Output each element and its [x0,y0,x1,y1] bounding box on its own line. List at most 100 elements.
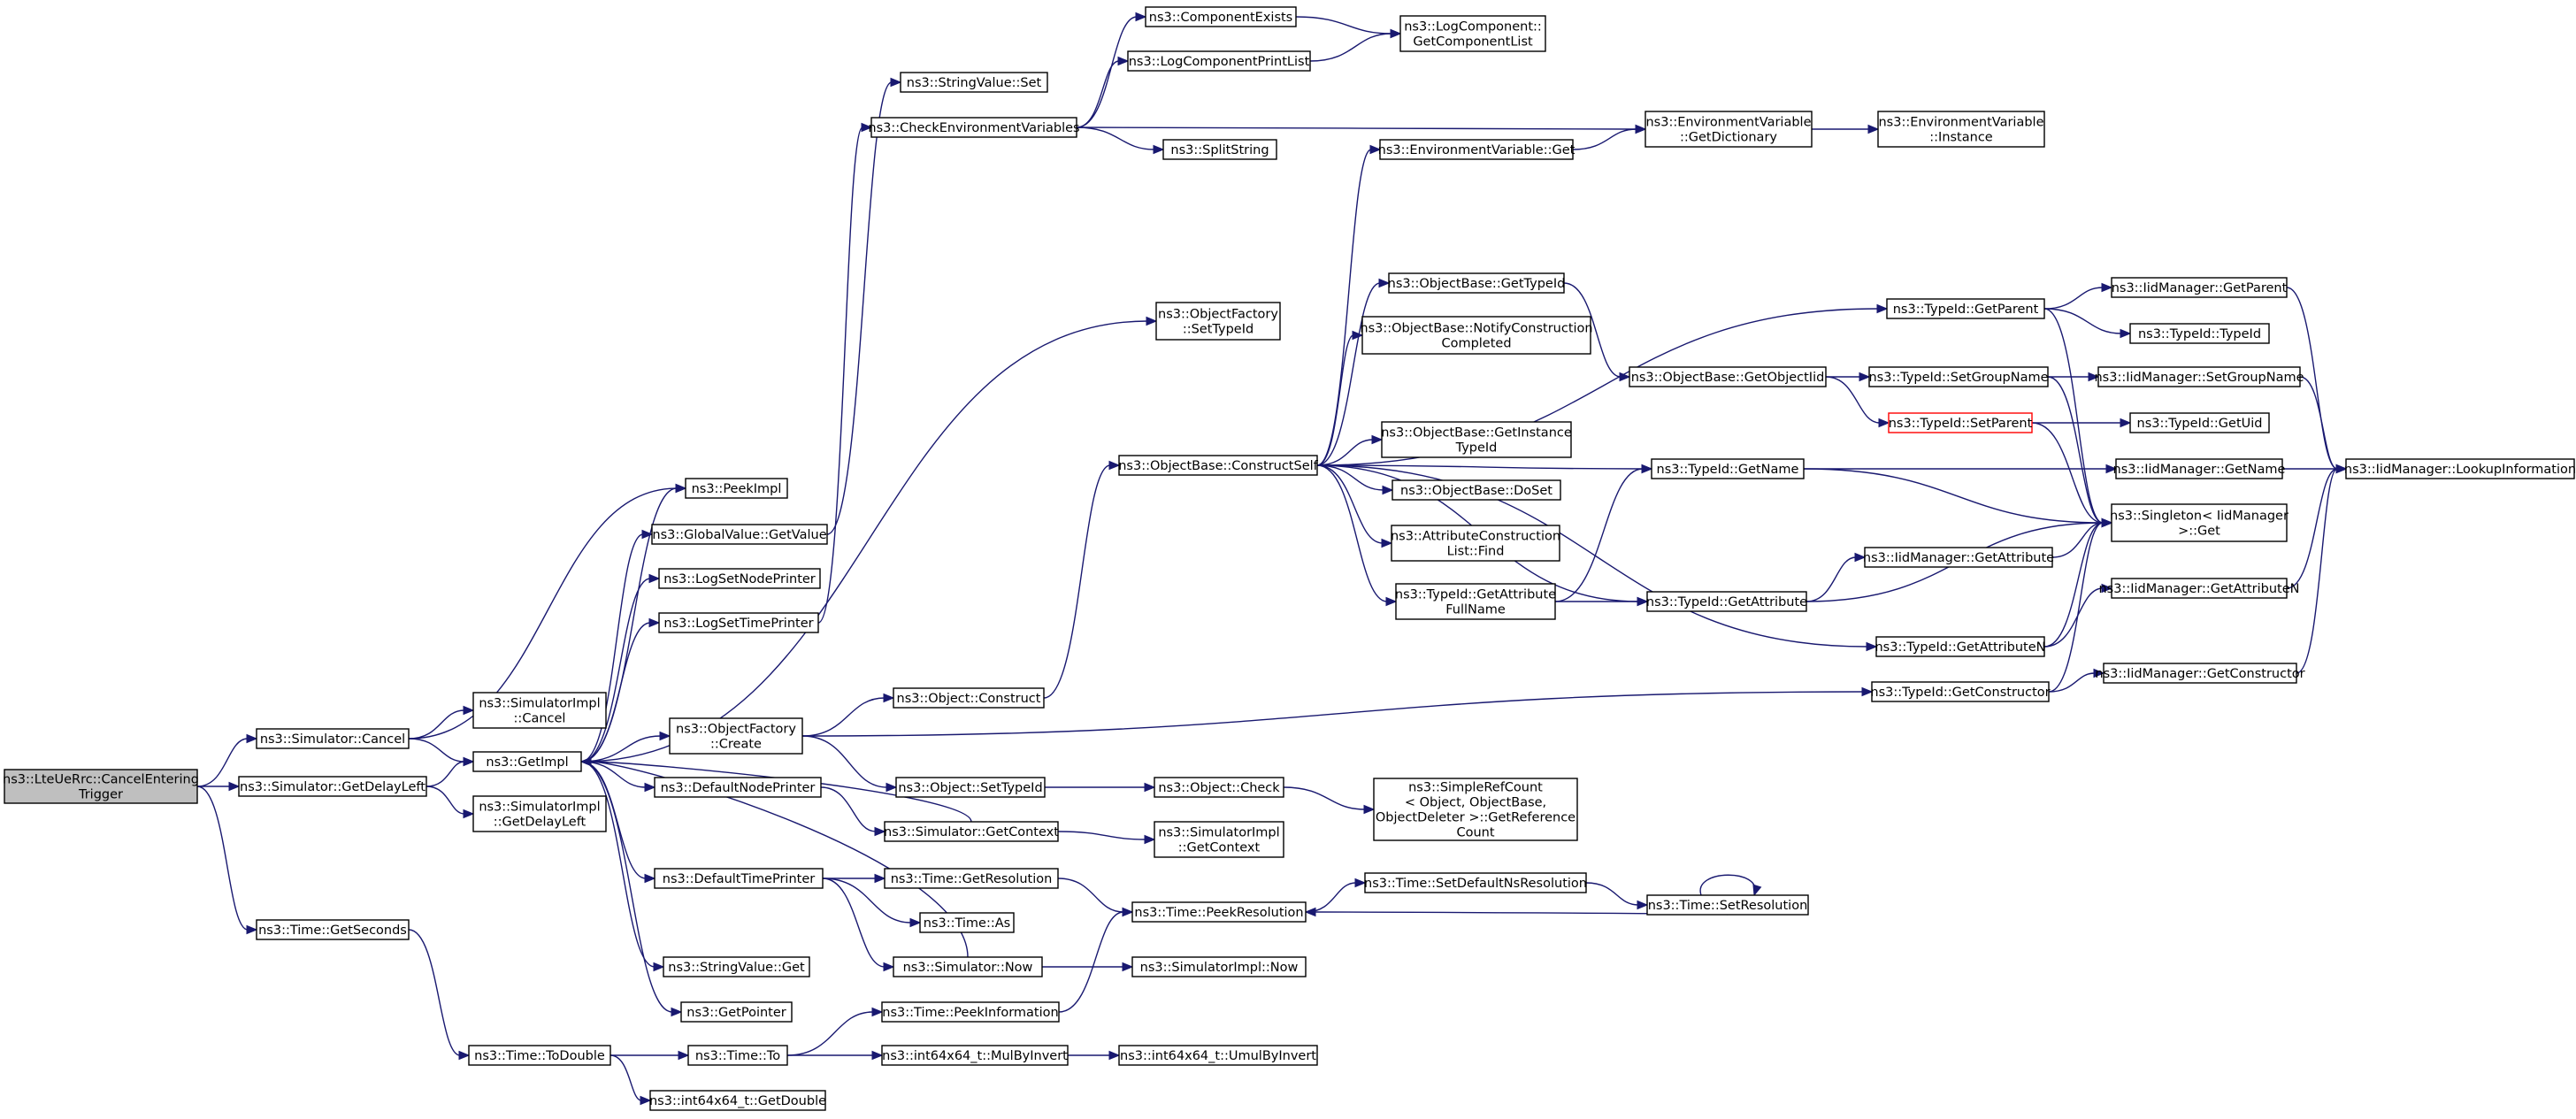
node-typeid-setgroupname[interactable]: ns3::TypeId::SetGroupName [1868,366,2049,387]
node-int64-getdouble[interactable]: ns3::int64x64_t::GetDouble [649,1090,826,1111]
node-time-to[interactable]: ns3::Time::To [687,1045,788,1066]
node-box [2345,458,2575,479]
node-objectbase-doset[interactable]: ns3::ObjectBase::DoSet [1392,479,1561,501]
node-typeid-getparent[interactable]: ns3::TypeId::GetParent [1886,298,2045,319]
node-iidmanager-getattributen[interactable]: ns3::IidManager::GetAttributeN [2098,578,2300,599]
node-time-peekinformation[interactable]: ns3::Time::PeekInformation [881,1001,1060,1023]
node-int64-umulbyinvert[interactable]: ns3::int64x64_t::UmulByInvert [1118,1045,1318,1066]
edge-objectfactory-create-to-object-construct [801,697,886,737]
node-peekimpl[interactable]: ns3::PeekImpl [685,478,788,499]
node-simimpl-getcontext[interactable]: ns3::SimulatorImpl::GetContext [1154,821,1284,858]
edge-arrowhead [246,924,258,935]
edge-arrowhead [1135,11,1147,22]
edge-arrowhead [1637,596,1649,607]
node-label: ns3::SplitString [1170,143,1269,157]
node-singleton-get[interactable]: ns3::Singleton< IidManager >::Get [2110,503,2288,542]
node-iidmanager-lookupinformation[interactable]: ns3::IidManager::LookupInformation [2344,458,2576,479]
node-box [1162,139,1277,160]
node-box [1379,139,1574,160]
edge-objectfactory-create-to-typeid-getconstructor [801,691,1864,737]
node-label: ::SetTypeId [1183,323,1254,337]
edge-arrowhead [675,483,687,494]
node-time-todouble[interactable]: ns3::Time::ToDouble [468,1045,611,1066]
edge-sim-getdelayleft-to-simimpl-getdelayleft [426,786,465,815]
node-box [1644,111,1813,148]
node-stringvalue-get[interactable]: ns3::StringValue::Get [663,956,810,977]
node-label: ns3::GlobalValue::GetValue [652,528,826,542]
node-globalvalue-getvalue[interactable]: ns3::GlobalValue::GetValue [651,524,828,545]
edge-arrowhead [1117,56,1130,66]
node-box [649,1090,826,1111]
node-objectbase-gettypeid[interactable]: ns3::ObjectBase::GetTypeId [1388,272,1566,294]
node-box [2111,578,2288,599]
node-simimpl-now[interactable]: ns3::SimulatorImpl::Now [1131,956,1307,977]
node-sim-getcontext[interactable]: ns3::Simulator::GetContext [884,821,1059,842]
node-logsettimeprinter[interactable]: ns3::LogSetTimePrinter [658,612,819,633]
node-simplerefcount-getrefcount[interactable]: ns3::SimpleRefCount< Object, ObjectBase,… [1373,778,1578,841]
node-iidmanager-getattribute[interactable]: ns3::IidManager::GetAttribute [1863,547,2054,568]
node-logcomponentprintlist[interactable]: ns3::LogComponentPrintList [1127,50,1311,72]
node-typeid-getattributen[interactable]: ns3::TypeId::GetAttributeN [1874,636,2046,657]
node-time-as[interactable]: ns3::Time::As [919,912,1015,933]
node-sim-getdelayleft[interactable]: ns3::Simulator::GetDelayLeft [238,776,427,797]
node-envvar-get[interactable]: ns3::EnvironmentVariable::Get [1378,139,1576,160]
node-componentexists[interactable]: ns3::ComponentExists [1145,6,1297,27]
node-objectbase-getobjectiid[interactable]: ns3::ObjectBase::GetObjectIid [1629,366,1827,387]
edge-envvar-get-to-envvar-getdictionary [1572,128,1637,150]
node-object-construct[interactable]: ns3::Object::Construct [893,687,1045,709]
node-typeid-setparent[interactable]: ns3::TypeId::SetParent [1888,412,2033,433]
node-time-peekresolution[interactable]: ns3::Time::PeekResolution [1131,901,1307,923]
node-box [1646,894,1809,916]
node-typeid-typeid[interactable]: ns3::TypeId::TypeId [2129,323,2270,344]
node-objectfactory-create[interactable]: ns3::ObjectFactory::Create [669,717,803,755]
node-object-check[interactable]: ns3::Object::Check [1154,777,1284,798]
node-label: ns3::Time::To [695,1049,780,1063]
node-typeid-getconstructor[interactable]: ns3::TypeId::GetConstructor [1870,681,2051,702]
edge-typeid-getparent-to-typeid-typeid [2043,308,2122,334]
node-logsetnodeprinter[interactable]: ns3::LogSetNodePrinter [658,568,821,589]
node-getpointer[interactable]: ns3::GetPointer [680,1001,793,1023]
node-defaulttimeprinter[interactable]: ns3::DefaultTimePrinter [654,868,824,889]
node-label: ns3::Simulator::GetContext [884,825,1059,839]
node-int64-mulbyinvert[interactable]: ns3::int64x64_t::MulByInvert [881,1045,1069,1066]
node-objectfactory-settypeid[interactable]: ns3::ObjectFactory::SetTypeId [1155,302,1281,341]
node-label: ns3::ObjectBase::NotifyConstruction [1360,322,1592,336]
node-object-settypeid[interactable]: ns3::Object::SetTypeId [895,777,1046,798]
node-splitstring[interactable]: ns3::SplitString [1162,139,1277,160]
node-sim-cancel[interactable]: ns3::Simulator::Cancel [256,728,410,749]
node-defaultnodeprinter[interactable]: ns3::DefaultNodePrinter [654,777,822,798]
node-time-setresolution[interactable]: ns3::Time::SetResolution [1646,894,1809,916]
node-envvar-getdictionary[interactable]: ns3::EnvironmentVariable::GetDictionary [1644,111,1813,148]
node-box [472,751,582,772]
node-iidmanager-getname[interactable]: ns3::IidManager::GetName [2113,458,2286,479]
node-time-getresolution[interactable]: ns3::Time::GetResolution [884,868,1059,889]
edge-sim-getdelayleft-to-getimpl [426,761,465,787]
node-iidmanager-setgroupname[interactable]: ns3::IidManager::SetGroupName [2094,366,2304,387]
node-typeid-getattribute[interactable]: ns3::TypeId::GetAttribute [1646,591,1807,612]
node-stringvalue-set[interactable]: ns3::StringValue::Set [900,72,1048,93]
node-logcomponent-getlist[interactable]: ns3::LogComponent::GetComponentList [1399,15,1546,52]
edge-typeid-setparent-to-singleton-get [2031,422,2104,524]
node-typeid-getuid[interactable]: ns3::TypeId::GetUid [2129,412,2270,433]
node-time-getseconds[interactable]: ns3::Time::GetSeconds [256,919,410,940]
node-envvar-instance[interactable]: ns3::EnvironmentVariable::Instance [1877,111,2045,148]
node-simimpl-getdelayleft[interactable]: ns3::SimulatorImpl::GetDelayLeft [472,795,607,832]
edge-typeid-getparent-to-singleton-get [2043,308,2104,524]
node-sim-now[interactable]: ns3::Simulator::Now [893,956,1043,977]
node-objectbase-notify[interactable]: ns3::ObjectBase::NotifyConstructionCompl… [1360,316,1593,355]
node-time-setdefaultnsresolution[interactable]: ns3::Time::SetDefaultNsResolution [1364,872,1587,893]
node-simimpl-cancel[interactable]: ns3::SimulatorImpl::Cancel [472,692,607,729]
node-box [669,717,803,755]
node-getimpl[interactable]: ns3::GetImpl [472,751,582,772]
node-checkenv[interactable]: ns3::CheckEnvironmentVariables [868,117,1080,138]
node-objectbase-constructself[interactable]: ns3::ObjectBase::ConstructSelf [1118,455,1319,476]
node-iidmanager-getconstructor[interactable]: ns3::IidManager::GetConstructor [2095,663,2305,684]
node-iidmanager-getparent[interactable]: ns3::IidManager::GetParent [2111,277,2288,298]
edge-typeid-getattribute-to-iidmanager-getattribute [1806,556,1857,602]
edge-arrowhead [1108,1050,1121,1061]
node-typeid-getname[interactable]: ns3::TypeId::GetName [1651,458,1805,479]
